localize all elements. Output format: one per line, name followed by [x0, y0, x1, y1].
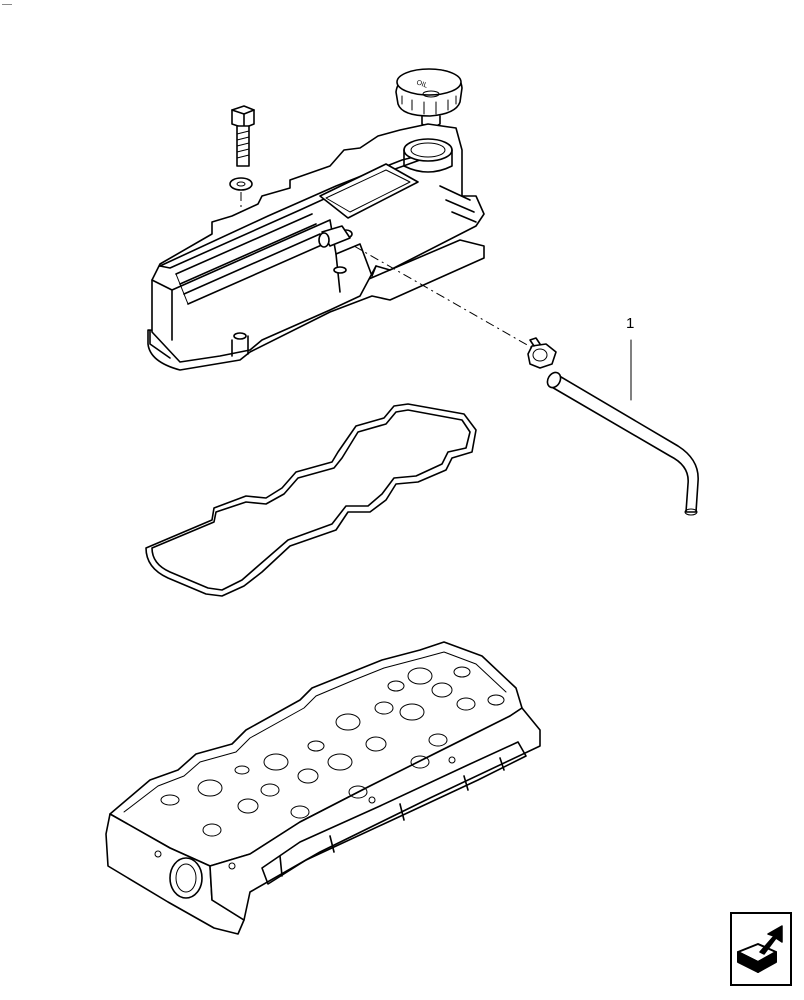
corner-mark [2, 4, 12, 5]
hose-clip [527, 337, 557, 369]
arrow-next-icon [737, 925, 783, 973]
cap-marking: OIL [415, 79, 428, 89]
next-page-button[interactable] [730, 912, 792, 986]
valve-cover-gasket [145, 403, 477, 597]
cylinder-head [105, 641, 541, 935]
valve-cover [147, 123, 485, 371]
washer [229, 177, 253, 191]
breather-hose [546, 371, 699, 516]
callout-1: 1 [626, 315, 634, 401]
bolt [231, 105, 255, 167]
hose-centerline [353, 245, 537, 351]
cylinder-head-ports [160, 666, 505, 837]
callout-1-label: 1 [626, 315, 634, 332]
oil-filler-cap: OIL [395, 68, 463, 128]
